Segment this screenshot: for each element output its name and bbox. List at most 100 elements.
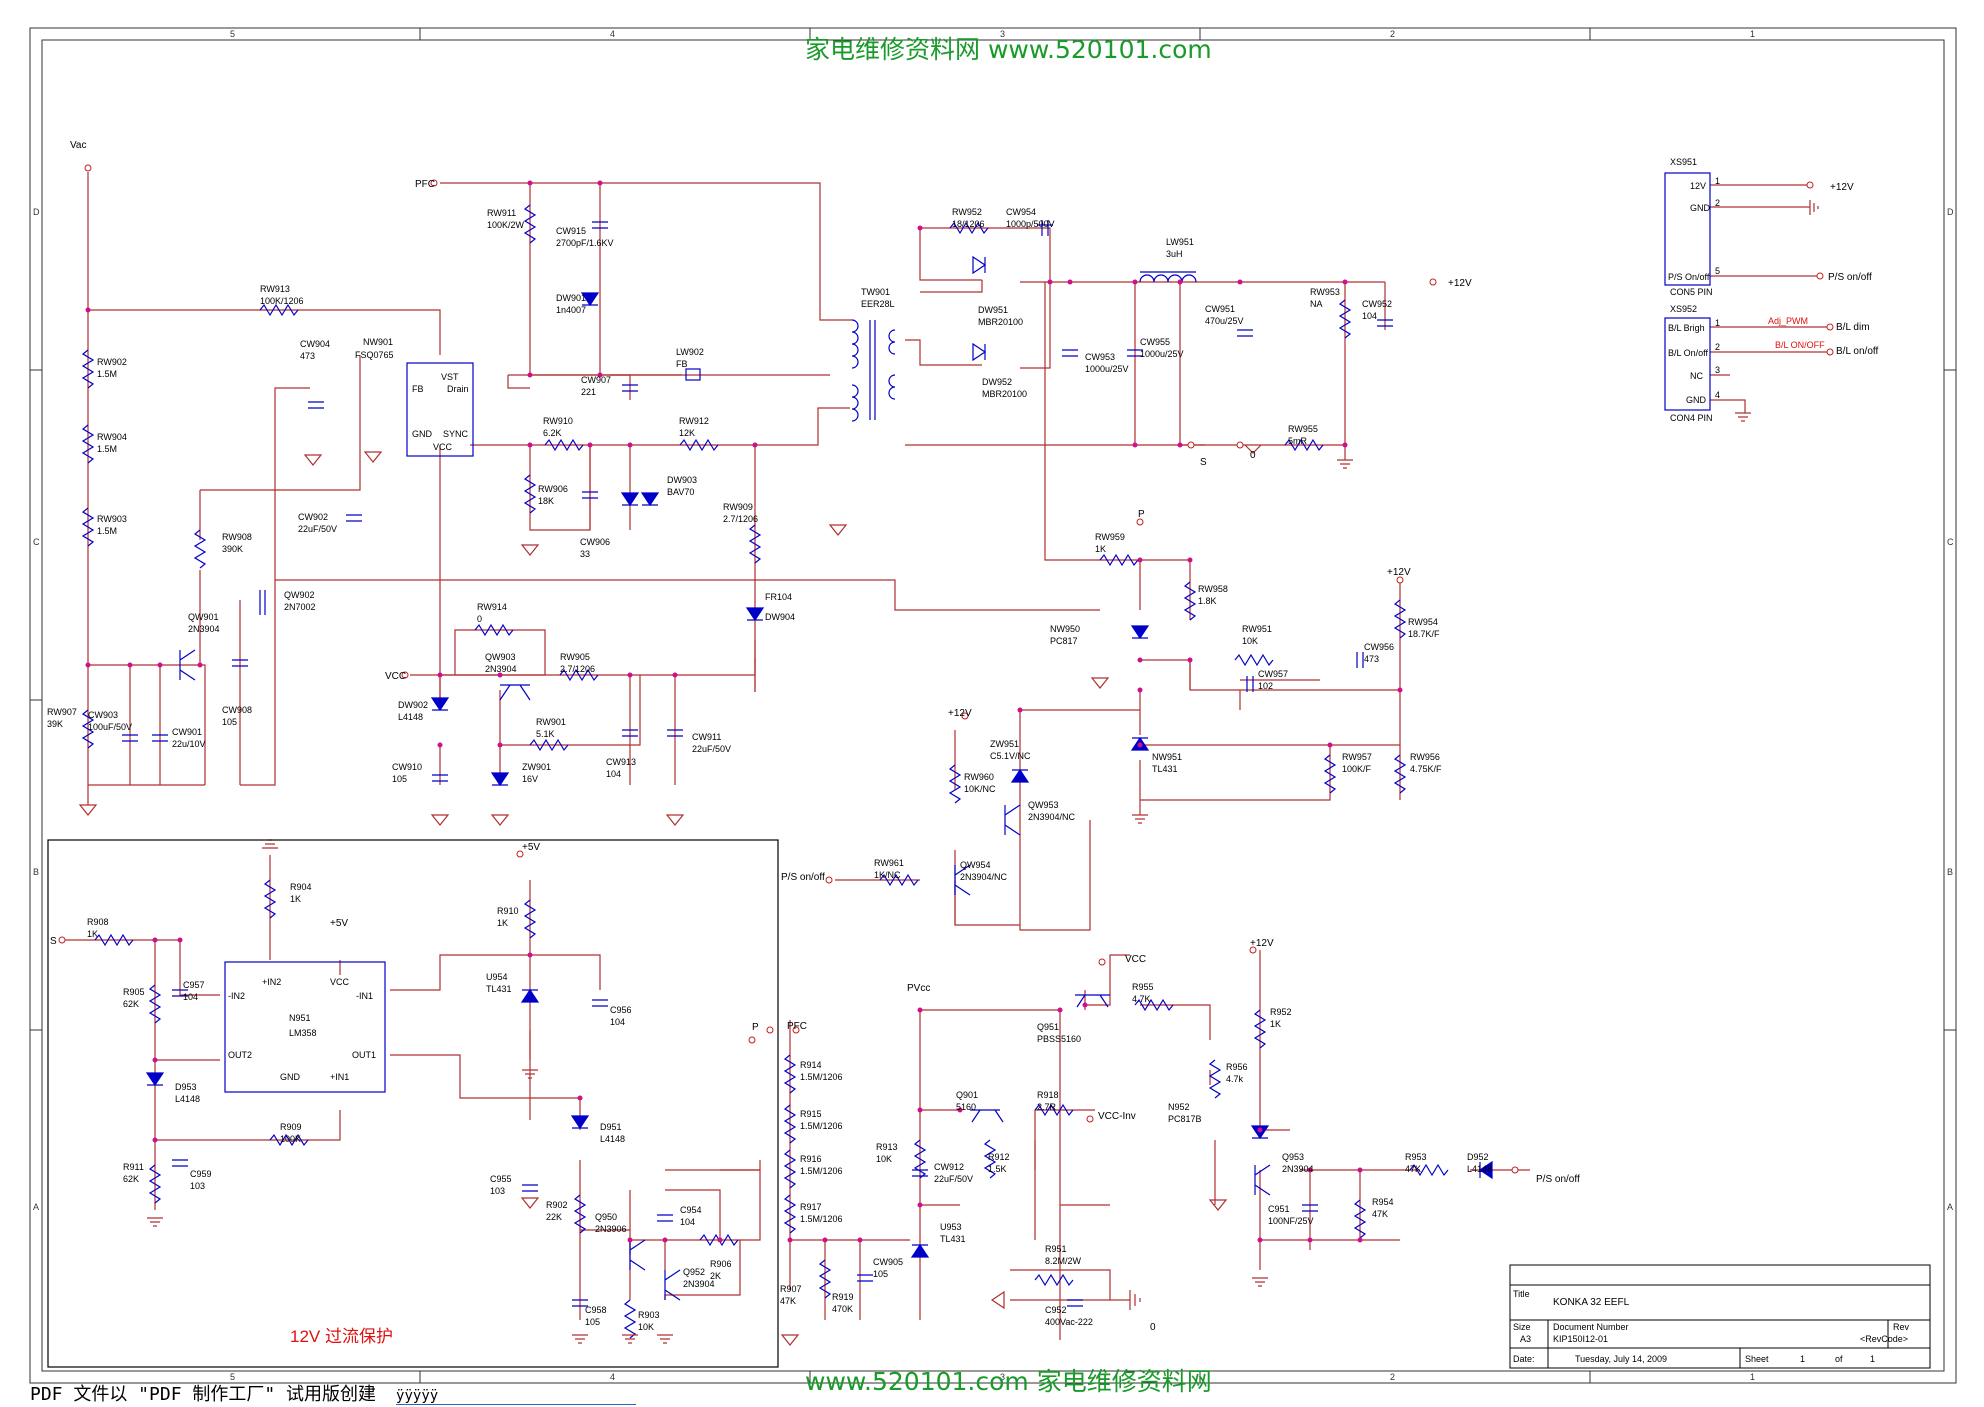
part-value-dw901: 1n4007 (556, 305, 586, 315)
junction-node (1017, 707, 1023, 713)
part-ref-r910: R910 (497, 906, 519, 916)
label-12v-out: +12V (1448, 278, 1472, 289)
xs952-pin-brigh: B/L Brigh (1668, 323, 1705, 333)
part-value-rw960: 10K/NC (964, 784, 996, 794)
junction-node (1067, 279, 1073, 285)
xs951-pin-gnd: GND (1690, 203, 1711, 213)
d953-symbol (145, 1072, 165, 1087)
part-ref-cw913: CW913 (606, 757, 636, 767)
junction-node (662, 1237, 668, 1243)
label-pvcc: PVcc (907, 983, 930, 994)
part-ref-q950: Q950 (595, 1212, 617, 1222)
part-value-r908: 1K (87, 929, 98, 939)
part-value-c958: 105 (585, 1317, 600, 1327)
part-value-rw902: 1.5M (97, 369, 117, 379)
part-ref-q901: Q901 (956, 1090, 978, 1100)
r905-symbol (148, 984, 162, 1024)
xs952-num-1: 1 (1715, 318, 1720, 328)
title-block-frame (1509, 1264, 1931, 1369)
label-vcc: VCC (385, 671, 406, 682)
net-labels: Vac PFC VCC S 0 P +12V +12V +12V P/S on/… (50, 140, 1878, 1333)
part-value-n952: PC817B (1168, 1114, 1202, 1124)
part-value-rw914: 0 (477, 614, 482, 624)
part-value-cw911: 22uF/50V (692, 744, 731, 754)
port-terminal (748, 1036, 756, 1044)
part-value-r951: 8.2M/2W (1045, 1256, 1082, 1266)
grid-row-a-right: A (1947, 1202, 1953, 1212)
n951-pin-vcc: VCC (330, 977, 350, 987)
zw901-symbol (490, 772, 510, 787)
part-ref-cw955: CW955 (1140, 337, 1170, 347)
part-value-rw908: 390K (222, 544, 243, 554)
grid-row-b-right: B (1947, 867, 1953, 877)
grid-col-4: 4 (610, 29, 615, 39)
junction-node (1342, 442, 1348, 448)
ground-symbols (78, 200, 1819, 1346)
junction-node (177, 937, 183, 943)
nw901-pin-drain: Drain (447, 384, 469, 394)
junction-node (1357, 1167, 1363, 1173)
label-s: S (1200, 457, 1207, 468)
part-value-r914: 1.5M/1206 (800, 1072, 843, 1082)
tb-title-label: Title (1513, 1289, 1530, 1299)
rw907-symbol (81, 709, 95, 749)
xs951-num-1: 1 (1715, 176, 1720, 186)
port-terminal (1136, 518, 1144, 526)
part-ref-c959: C959 (190, 1169, 212, 1179)
part-ref-rw952: RW952 (952, 207, 982, 217)
part-value-cw915: 2700pF/1.6KV (556, 238, 614, 248)
part-value-cw907: 221 (581, 387, 596, 397)
part-value-dw903: BAV70 (667, 487, 694, 497)
watermark-bottom: www.520101.com 家电维修资料网 (805, 1367, 1212, 1396)
tb-size: A3 (1520, 1334, 1531, 1344)
part-value-r902: 22K (546, 1212, 562, 1222)
port-terminal (1236, 441, 1244, 449)
grid-col-5: 5 (230, 29, 235, 39)
part-value-d953: L4148 (175, 1094, 200, 1104)
d951-symbol (570, 1115, 590, 1130)
part-ref-c951: C951 (1268, 1204, 1290, 1214)
n951-ref: N951 (289, 1013, 311, 1023)
part-ref-qw902: QW902 (284, 590, 315, 600)
grid-row-b: B (33, 867, 39, 877)
part-ref-tw901: TW901 (861, 287, 890, 297)
rw905-symbol (559, 668, 599, 682)
part-ref-cw957: CW957 (1258, 669, 1288, 679)
grid-col-1-bottom: 1 (1750, 1372, 1755, 1382)
r951-symbol (1034, 1273, 1074, 1287)
n951-part: LM358 (289, 1028, 317, 1038)
label-bl-onoff: B/L on/off (1836, 346, 1878, 357)
junction-node (527, 180, 533, 186)
r907-symbol (818, 1259, 832, 1299)
junction-node (1397, 687, 1403, 693)
nw950-led-symbol (1130, 625, 1150, 640)
part-value-qw901: 2N3904 (188, 624, 220, 634)
part-ref-lw951: LW951 (1166, 237, 1194, 247)
part-value-rw953: NA (1310, 299, 1323, 309)
part-value-dw951: MBR20100 (978, 317, 1023, 327)
part-value-r912: 1.5K (988, 1164, 1007, 1174)
part-ref-cw901: CW901 (172, 727, 202, 737)
port-terminal (516, 850, 524, 858)
grid-col-3-bottom: 3 (1000, 1372, 1005, 1382)
part-ref-cw903: CW903 (88, 710, 118, 720)
rw906-symbol (523, 474, 537, 514)
part-ref-r902: R902 (546, 1200, 568, 1210)
part-value-cw902: 22uF/50V (298, 524, 337, 534)
tb-size-label: Size (1513, 1322, 1531, 1332)
part-ref-c956: C956 (610, 1005, 632, 1015)
grid-col-3: 3 (1000, 29, 1005, 39)
part-value-d951: L4148 (600, 1134, 625, 1144)
junction-node (1132, 442, 1138, 448)
rw955-symbol (1284, 438, 1324, 452)
label-vcc-right: VCC (1125, 954, 1146, 965)
part-value-zw951: C5.1V/NC (990, 751, 1031, 761)
dw901-symbol (580, 292, 600, 307)
junction-node (1137, 687, 1143, 693)
part-ref-cw907: CW907 (581, 375, 611, 385)
n951-pin-in1p: +IN1 (330, 1072, 349, 1082)
junction-node (857, 1237, 863, 1243)
part-ref-cw906: CW906 (580, 537, 610, 547)
